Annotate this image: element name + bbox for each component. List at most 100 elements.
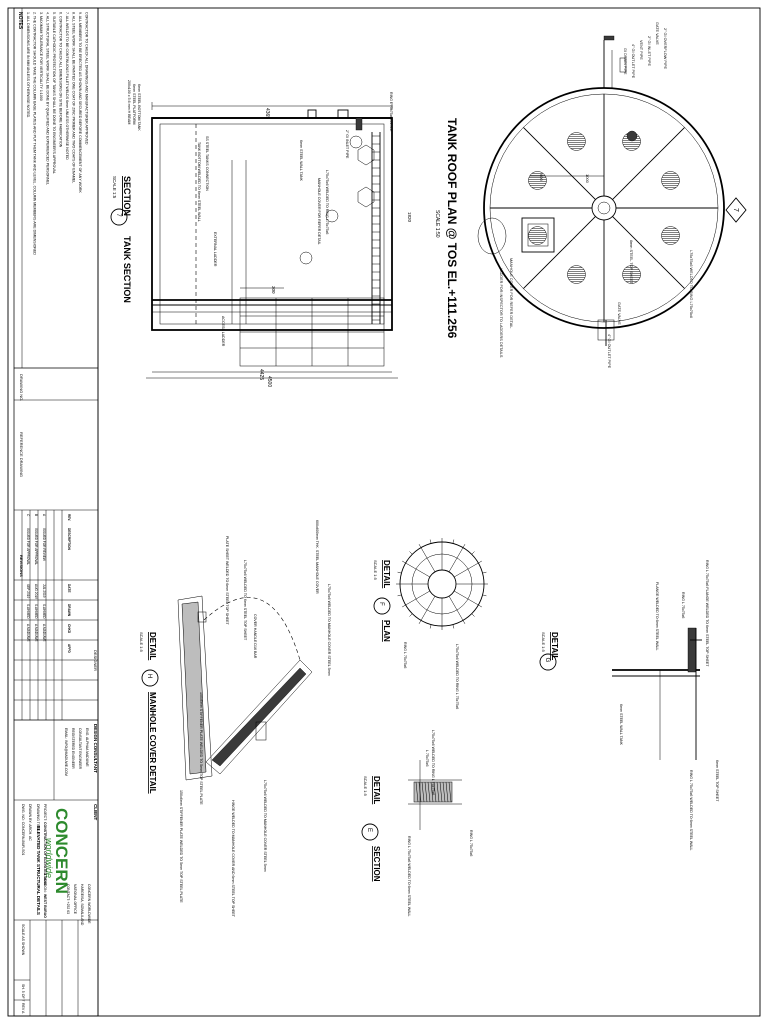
label-vent: VENT PIPE: [639, 40, 643, 60]
roof-rafter: [612, 216, 685, 289]
roof-callout: 7: [732, 208, 739, 212]
label-bottom-tank: 6mm STEEL BOTTOM TANK: [137, 84, 141, 131]
detail-f-tick: [452, 624, 455, 629]
revision-cell: S.AHMED: [26, 604, 30, 619]
detail-e-hatch-line: [445, 781, 449, 803]
detail-h-callout: H: [146, 674, 152, 678]
detail-e-weld: L75x75x6 WELDED TO RING L 75x75x6: [431, 730, 435, 795]
label-overflow: 2" GI OVERFLOW PIPE: [663, 28, 667, 69]
revision-column-header: DATE: [67, 584, 71, 592]
label-wall: 6mm STEEL WALL TANK: [299, 140, 303, 182]
note-line: 7. ALL WELDS TO BE CONTINUOUS FILLET WEL…: [65, 12, 69, 160]
label-access-ladder: ACCESS LADDER: [221, 316, 225, 347]
detail-f-tick: [402, 604, 406, 608]
detail-g-flange: FLANGE WELDED TO 6mm STEEL WALL: [655, 582, 659, 651]
drawing-title: ELEVATED TANK STRUCTURAL DETAILS: [36, 826, 41, 915]
revisions-table: DRAWING NO. REFERENCE DRAWING REVISIONS …: [13, 367, 99, 721]
logo-main: CONCERN: [52, 808, 71, 894]
label-manhole: MANHOLE COVER FOR REFER DETAIL: [317, 178, 321, 245]
roof-vent-circle: [528, 226, 547, 245]
consultant-line: ENG. ALPHAA MADUWE: [85, 728, 89, 767]
revision-cell: S.AHMED: [42, 604, 46, 619]
detail-e-hatch-line: [442, 781, 446, 803]
revision-cell: C: [26, 514, 30, 517]
dim-height: 1820: [407, 212, 412, 223]
detail-f-tick: [397, 594, 402, 597]
detail-g-top-sheet: 6mm STEEL TOP SHEET: [715, 760, 719, 802]
detail-f-tick: [429, 624, 432, 629]
dim-top: 4365: [264, 108, 270, 119]
detail-f-tick: [418, 620, 422, 624]
detail-f-cover: L75x75x6 WELDED TO MANHOLE COVER STEEL 5…: [327, 584, 331, 676]
detail-f-title: DETAIL: [382, 560, 391, 588]
section-scale: SCALE 1:5: [112, 176, 117, 199]
detail-h-scale: SCALE 1:5: [139, 632, 144, 653]
drawing-no-header: DRAWING NO.: [19, 374, 24, 401]
detail-f-tick: [402, 560, 406, 564]
project-value: CONSTRUCTION OF ELEVATED TANK: [43, 822, 47, 886]
detail-h-stiffener: 150x6mm STIFFENER PLATE WELDED TO 5mm TO…: [199, 692, 203, 805]
label-nozzle: 2" GI INLET PIPE: [345, 130, 349, 159]
client-line: CONTACT: +252 63: [66, 884, 70, 914]
roof-vent-circle: [661, 226, 680, 245]
detail-h-hinge2: HINGE WELDED TO MANHOLE COVER AND 6mm ST…: [231, 800, 235, 918]
detail-e-hatch-line: [448, 781, 452, 803]
detail-e-title: DETAIL: [372, 776, 381, 804]
detail-h-cover: 600x600mm THK. STEEL MANHOLE COVER: [315, 520, 319, 594]
dim-bottom-outer: 4500: [266, 376, 272, 387]
detail-h-title: DETAIL: [148, 632, 157, 660]
detail-h-subtitle: MANHOLE COVER DETAIL: [148, 692, 157, 794]
label-tank-connection: SS STEEL TANKS CONNECTION: [205, 136, 209, 191]
revision-cell: A: [42, 514, 46, 517]
revision-cell: A.MADUWE: [34, 624, 38, 642]
revision-column-header: DESCRIPTION: [67, 528, 71, 550]
roof-rafter: [523, 216, 596, 289]
detail-f-callout: F: [378, 602, 384, 606]
client-line: HARGEISA, SOMALILAND: [80, 884, 84, 926]
roof-dim-1: 600: [539, 174, 544, 181]
client-logo: CONCERN worldwide: [44, 808, 71, 894]
detail-e-hatch-line: [436, 781, 440, 803]
note-line: 8. ALL STEEL WORK SHALL BE PAINTED ONE C…: [72, 12, 76, 183]
project-label: PROJECT:: [43, 804, 47, 821]
revision-cell: ISSUED FOR APPROVAL: [34, 528, 38, 565]
revision-column-header: DRAWN: [67, 604, 71, 617]
section-callout-circle: [110, 208, 128, 226]
label-drain: GI DRAIN PIPE: [623, 48, 627, 75]
roof-vent-circle: [567, 265, 586, 284]
drawn-by: DRAWN BY: ARCH. AC: [28, 804, 32, 841]
notes-block: NOTES 1. ALL DIMENSIONS ARE IN MM UNLESS…: [13, 7, 99, 369]
detail-f-tick: [471, 551, 475, 555]
roof-vent-circle: [567, 132, 586, 151]
section-callout-number: 7: [115, 213, 121, 217]
revision-cell: A.MADUWE: [42, 624, 46, 642]
detail-f-tick: [409, 551, 413, 555]
detail-e-hatch-line: [439, 781, 443, 803]
revision-cell: AUG 2019: [34, 584, 38, 599]
roof-dim-2: 1000: [585, 174, 590, 184]
logo-sub: worldwide: [44, 838, 54, 878]
detail-g-ring-top: RING L 75x75x6 FLANGE WELDED TO 6mm STEE…: [705, 560, 709, 667]
note-line: 4. ALL STRUCTURAL STEEL WORK SHALL BE DO…: [46, 12, 50, 185]
label-angle-ring: L75x75x6 WELDED TO RING L75x75x6: [689, 250, 693, 318]
detail-h-top-sheet: L75x75x6 WELDED TO 6mm STEEL TOP SHEET: [243, 560, 247, 641]
note-line: 5. SUITABLE CATHODIC PROTECTION OF TANKS…: [52, 12, 56, 174]
consultant-line: REGISTERED ENGINEER: [71, 728, 75, 769]
detail-f-tick: [452, 539, 455, 544]
revisions-header: REVISIONS: [19, 555, 24, 577]
tank-section: 4365 4425 4500 300 1820 6mm STEEL BOTTOM…: [110, 80, 412, 387]
label-inlet: 2" GI INLET PIPE: [647, 36, 651, 66]
detail-e-section: SECTION: [372, 846, 381, 882]
detail-h-hinge: COVER HANDLE D16 BAR: [253, 614, 257, 659]
detail-e-hatch-line: [430, 781, 434, 803]
label-platform: 6mm STEEL PLATFORM: [132, 84, 136, 125]
section-label: SECTION: [122, 176, 132, 216]
note-line: 2. THE CONTRACTOR SHOULD TAKE THE COLUMN…: [33, 12, 37, 255]
detail-e-callout: E: [366, 828, 372, 832]
detail-h: H DETAIL SCALE 1:5 MANHOLE COVER DETAIL …: [139, 520, 319, 918]
sheet-value: SH. 5 OF 7: [21, 984, 25, 1002]
revision-column-header: REV.: [67, 514, 71, 521]
consultant-line: EMAIL: INFO@MADUWE.COM: [64, 728, 68, 776]
detail-f-ring: RING L 75x75x6: [403, 642, 407, 668]
